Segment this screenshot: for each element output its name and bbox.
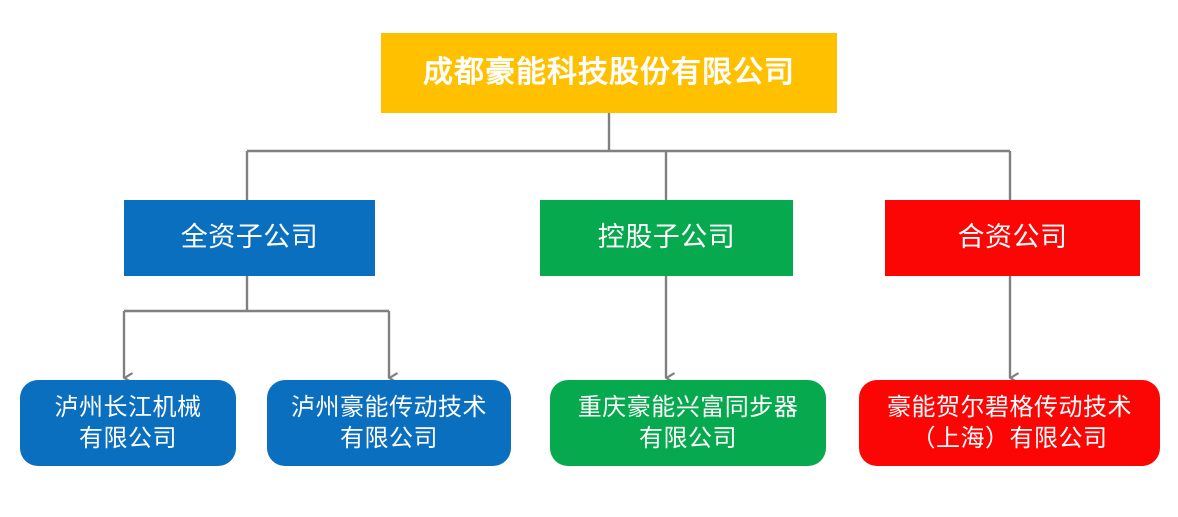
node-company-luzhou-haoneng[interactable]: 泸州豪能传动技术 有限公司: [267, 380, 511, 466]
node-root-company[interactable]: 成都豪能科技股份有限公司: [381, 33, 837, 113]
node-category-holding[interactable]: 控股子公司: [540, 200, 793, 276]
node-company-hoerbiger-shanghai[interactable]: 豪能贺尔碧格传动技术 （上海）有限公司: [859, 380, 1160, 466]
node-company-chongqing-xingfu[interactable]: 重庆豪能兴富同步器 有限公司: [550, 380, 826, 466]
node-category-joint-venture[interactable]: 合资公司: [885, 200, 1140, 276]
node-category-wholly-owned[interactable]: 全资子公司: [124, 200, 375, 276]
node-company-luzhou-changjiang[interactable]: 泸州长江机械 有限公司: [20, 380, 236, 466]
